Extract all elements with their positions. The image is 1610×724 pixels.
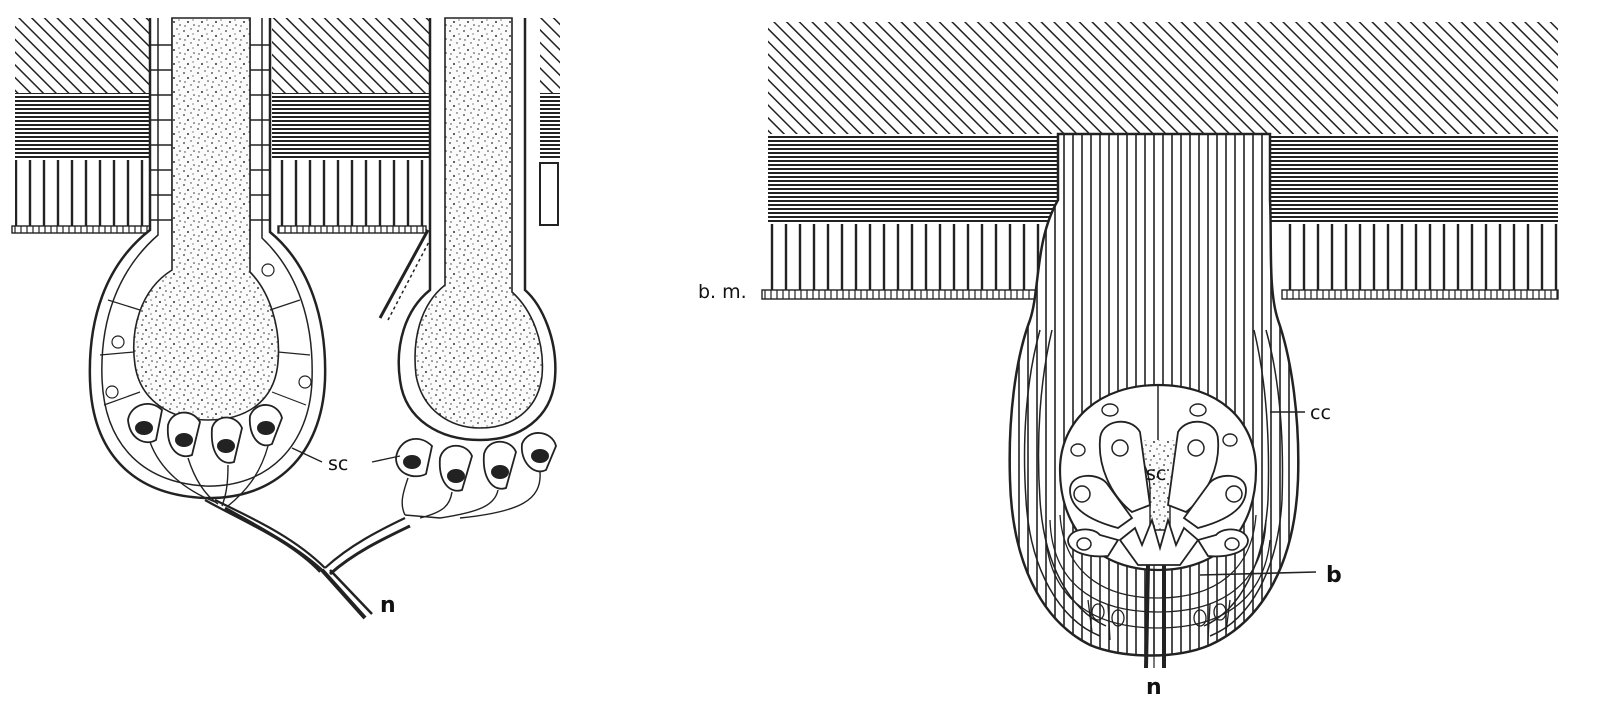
left-panel: sc n xyxy=(12,18,560,618)
label-n-right: n xyxy=(1146,675,1162,700)
right-sensillum xyxy=(1010,134,1299,668)
label-n-left: n xyxy=(380,593,396,618)
label-sc-right: sc xyxy=(1146,463,1166,485)
left-labels: sc n xyxy=(292,448,400,618)
right-panel: b. m. cc sc b n xyxy=(698,22,1558,700)
label-cc: cc xyxy=(1310,402,1331,424)
label-sc-left: sc xyxy=(328,453,348,475)
label-bm: b. m. xyxy=(698,281,747,303)
label-b: b xyxy=(1326,563,1342,588)
